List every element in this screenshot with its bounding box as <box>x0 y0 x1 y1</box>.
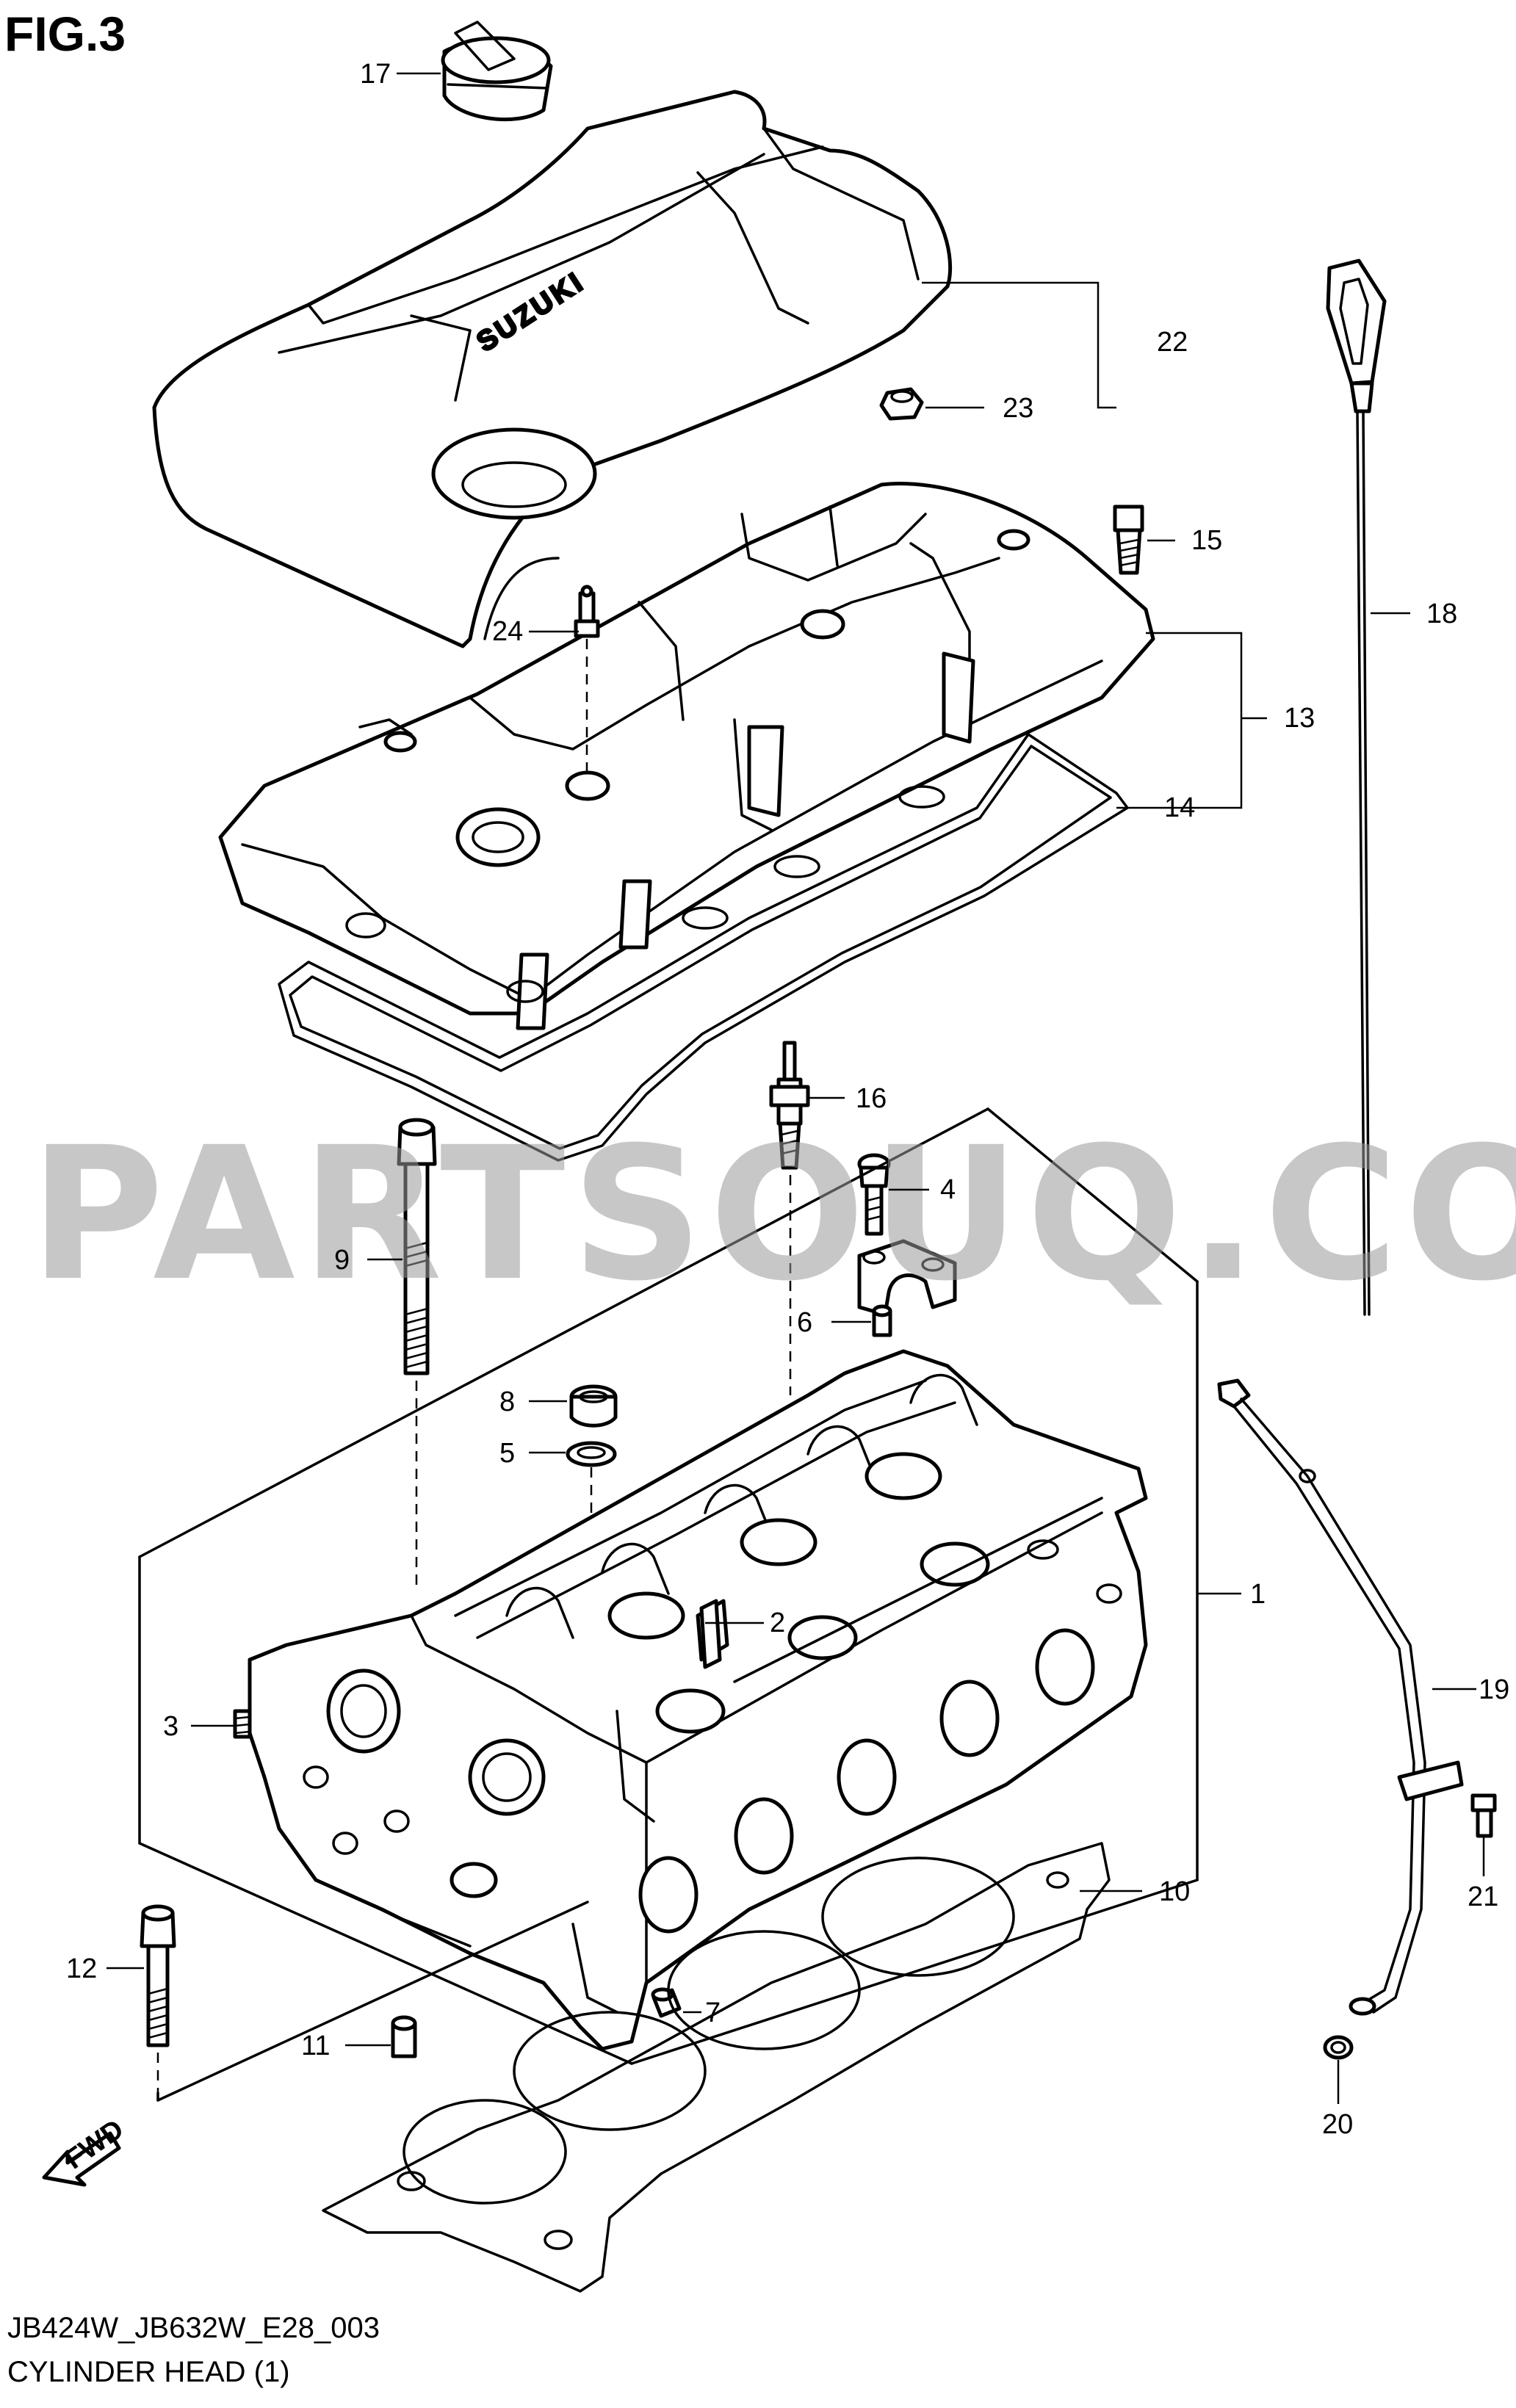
cylinder-head-cover[interactable] <box>218 481 1155 1030</box>
callout-8: 8 <box>499 1386 515 1417</box>
camshaft-housing-cap[interactable] <box>857 1239 957 1317</box>
spark-plug[interactable] <box>769 1041 810 1170</box>
head-bolt-short[interactable] <box>140 1904 176 2047</box>
callout-18: 18 <box>1426 599 1457 629</box>
fwd-arrow-icon: FWD <box>42 2114 129 2187</box>
callout-16: 16 <box>856 1083 887 1114</box>
figure-title: FIG.3 <box>4 7 126 61</box>
hole-plug[interactable] <box>569 1384 618 1428</box>
callout-11: 11 <box>301 2031 330 2061</box>
callout-22: 22 <box>1157 327 1188 358</box>
guide-bolt[interactable] <box>1470 1793 1497 1838</box>
callout-15: 15 <box>1191 525 1222 556</box>
callout-9: 9 <box>334 1245 350 1276</box>
callout-14: 14 <box>1164 792 1195 823</box>
callout-4: 4 <box>940 1174 956 1205</box>
engine-cover[interactable]: SUZUKI <box>152 90 953 648</box>
callout-6: 6 <box>797 1307 812 1338</box>
callout-19: 19 <box>1479 1674 1509 1705</box>
tube-seal[interactable] <box>566 1441 617 1467</box>
cover-bolt[interactable] <box>1113 505 1144 575</box>
watermark: PARTSOUQ.COM <box>29 1107 1516 1321</box>
cover-gasket[interactable] <box>278 733 1129 1162</box>
guide-o-ring[interactable] <box>1323 2035 1354 2060</box>
head-bolt-long[interactable] <box>397 1118 437 1375</box>
callout-24: 24 <box>492 616 523 647</box>
diagram-caption: CYLINDER HEAD (1) <box>7 2356 290 2388</box>
callout-12: 12 <box>66 1953 97 1984</box>
callout-3: 3 <box>163 1711 178 1742</box>
leader-lines <box>107 72 1485 2104</box>
callout-5: 5 <box>499 1438 515 1469</box>
callout-23: 23 <box>1003 393 1033 424</box>
callout-10: 10 <box>1159 1876 1190 1907</box>
callout-17: 17 <box>360 59 391 90</box>
cover-stud-bolt[interactable] <box>574 585 600 638</box>
cover-nut[interactable] <box>879 387 924 421</box>
callout-13: 13 <box>1284 703 1315 734</box>
diagram-code: JB424W_JB632W_E28_003 <box>7 2312 380 2344</box>
callout-21: 21 <box>1468 1881 1498 1912</box>
oil-gauge-guide[interactable] <box>1217 1378 1464 2016</box>
head-plug-3[interactable] <box>233 1709 252 1739</box>
dowel-pin-11[interactable] <box>391 2015 417 2058</box>
cylinder-head[interactable] <box>248 1349 1148 2051</box>
callout-2: 2 <box>770 1608 785 1638</box>
callout-numbers: 17 22 23 15 18 24 13 14 16 4 9 6 8 5 2 1… <box>66 59 1509 2140</box>
oil-filler-cap[interactable] <box>441 21 553 122</box>
callout-7: 7 <box>705 1997 721 2028</box>
callout-1: 1 <box>1250 1579 1266 1610</box>
cylinder-head-gasket[interactable] <box>322 1842 1111 2293</box>
oil-level-gauge[interactable] <box>1326 258 1387 1316</box>
dowel-pin-6[interactable] <box>872 1304 892 1337</box>
callout-20: 20 <box>1322 2109 1353 2140</box>
